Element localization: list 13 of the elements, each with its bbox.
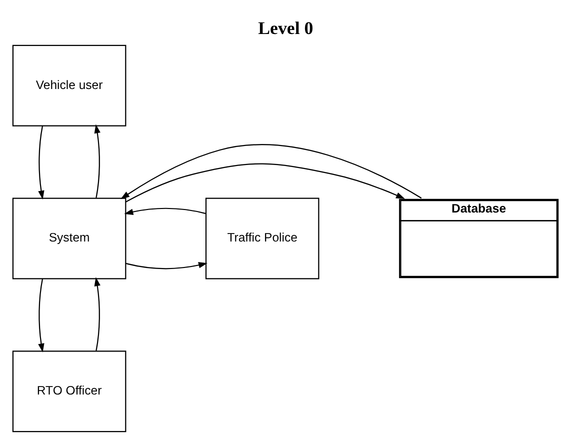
- diagram-title: Level 0: [258, 18, 314, 38]
- node-box: System: [12, 198, 126, 280]
- arrow: [124, 208, 206, 215]
- arrow: [94, 124, 100, 198]
- arrow: [126, 262, 208, 270]
- arrow: [38, 278, 44, 352]
- node-box: Traffic Police: [205, 198, 320, 280]
- arrow: [126, 163, 405, 202]
- node-box: RTO Officer: [12, 350, 126, 432]
- arrow: [94, 277, 100, 351]
- node-box: Vehicle user: [12, 44, 126, 126]
- arrow: [38, 126, 44, 200]
- arrow: [120, 144, 422, 200]
